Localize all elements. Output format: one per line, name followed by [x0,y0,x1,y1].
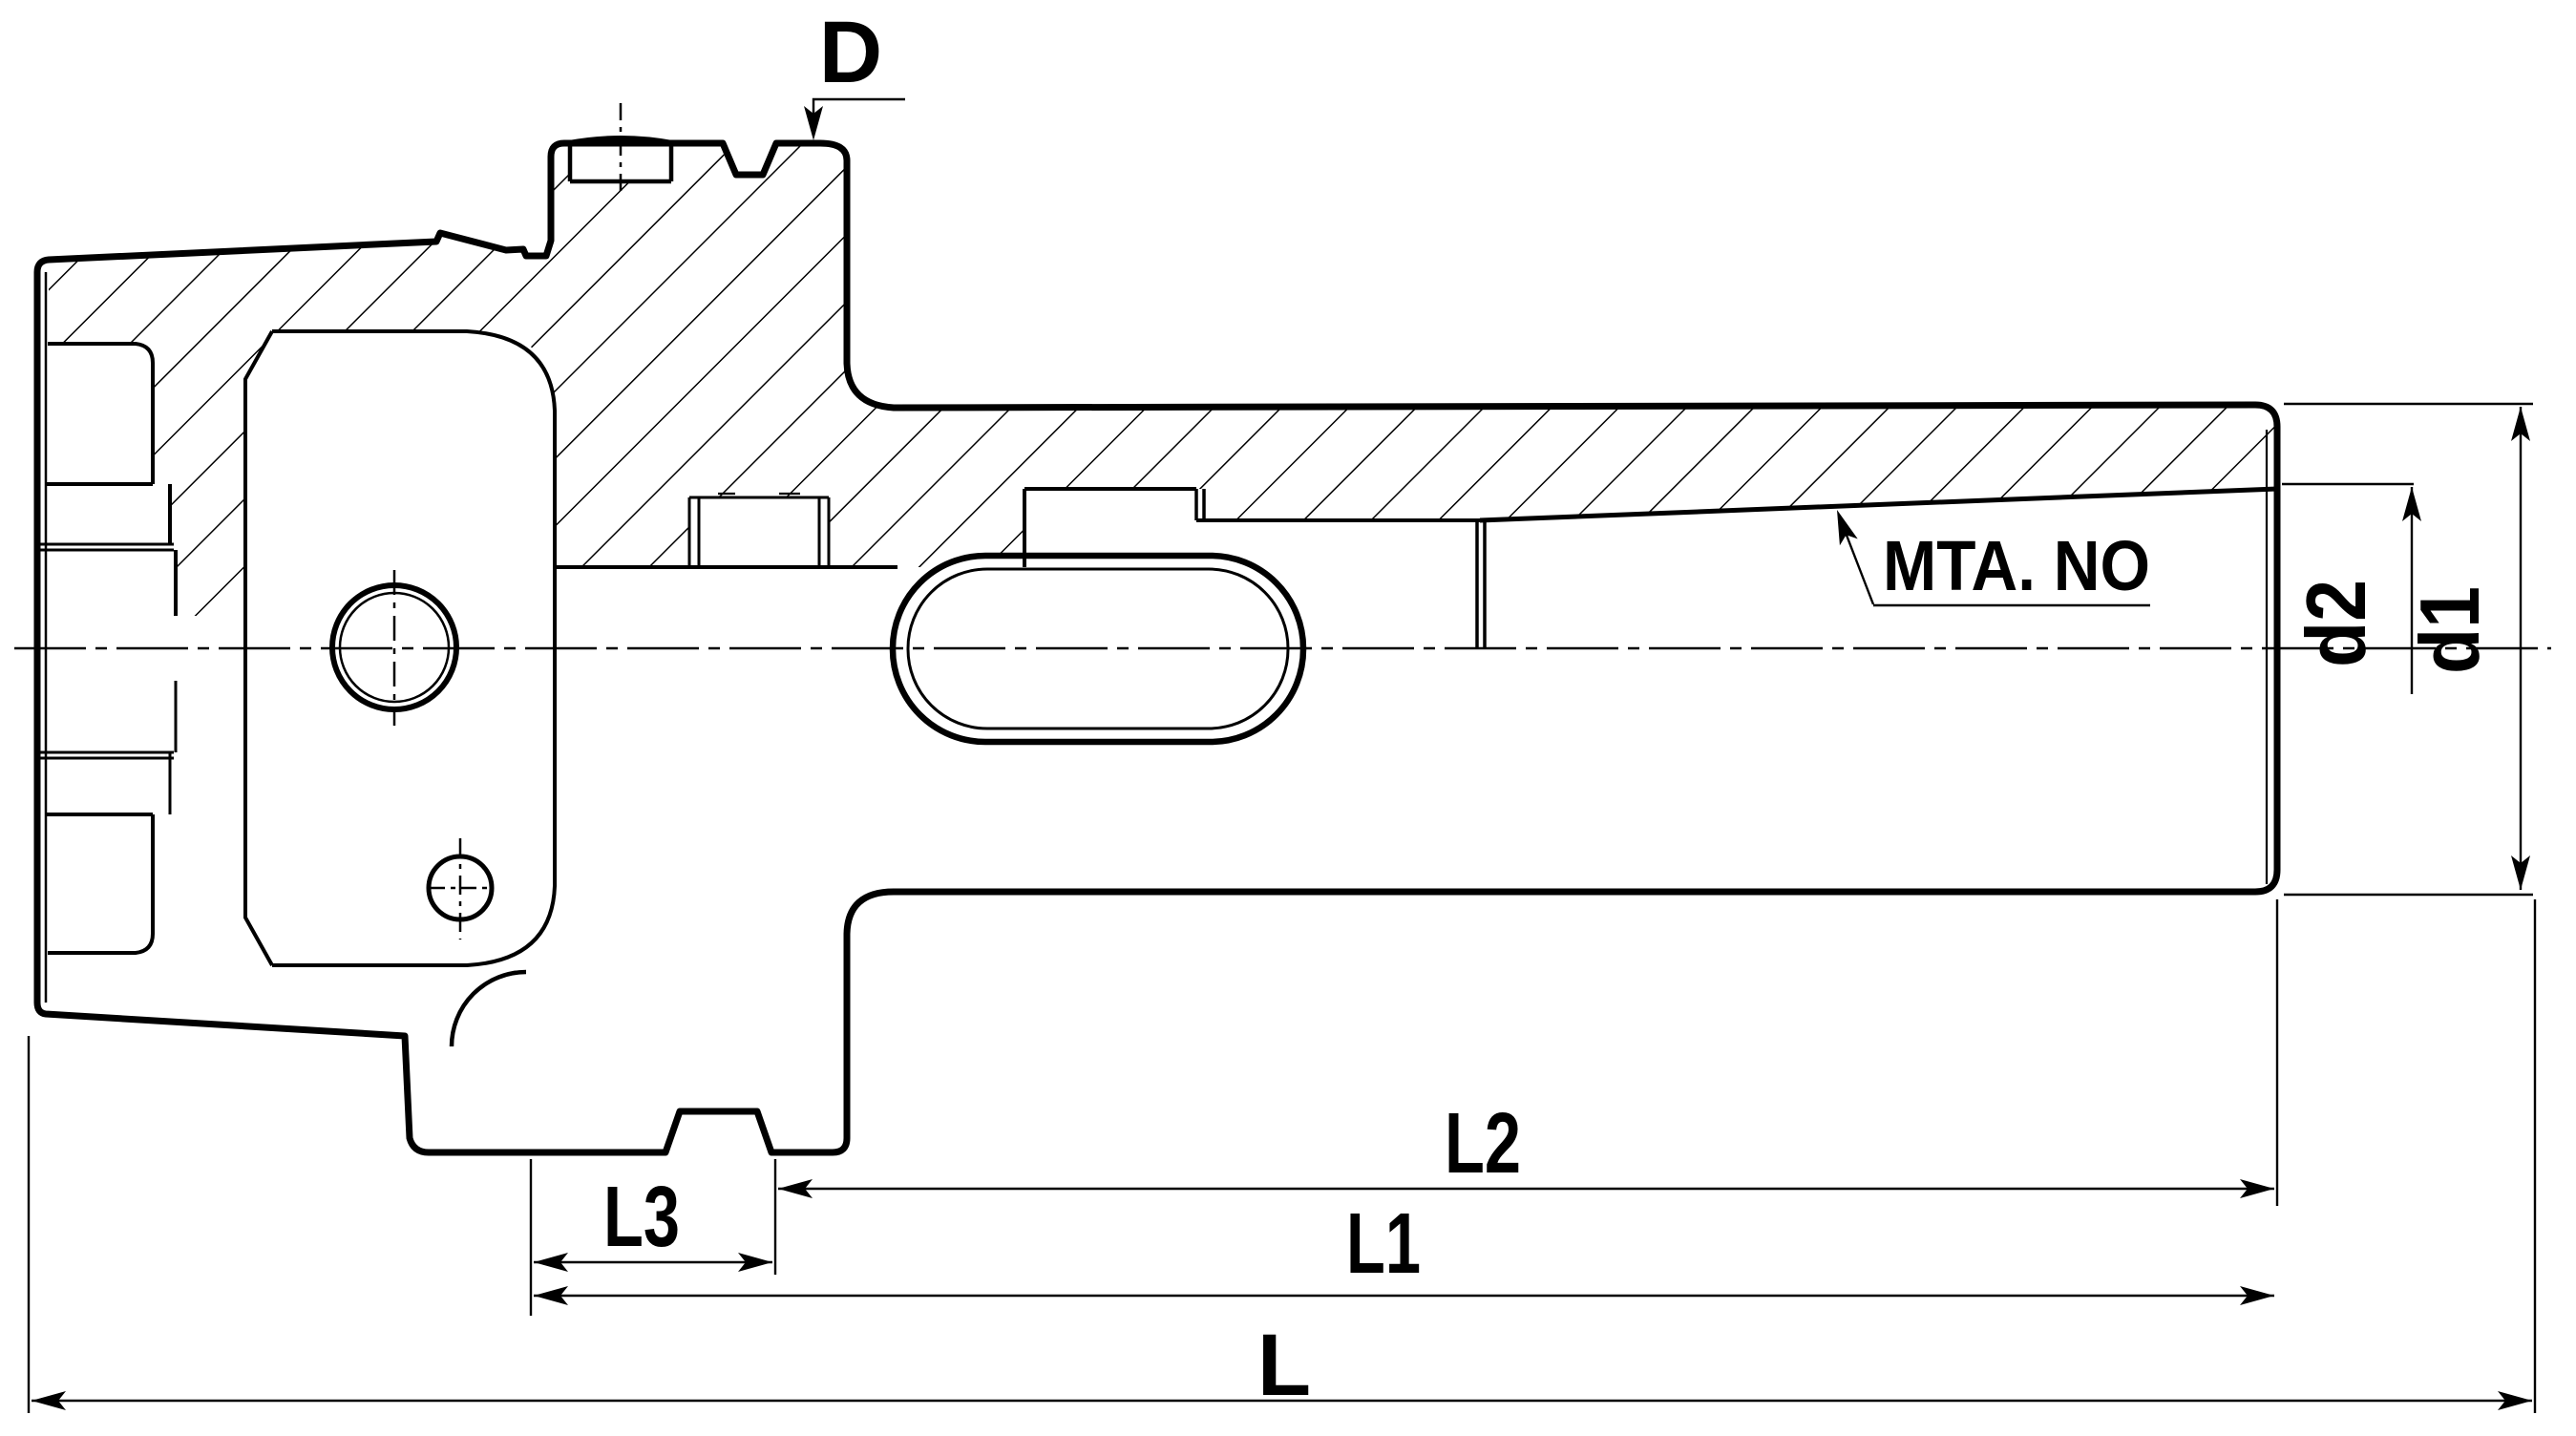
dimension-labels: D MTA. NO d2 d1 L2 L1 L3 L [603,4,2497,1414]
dimensions [27,97,2537,1413]
lower-groove-arc [449,969,527,1047]
hatch-shank [49,233,506,616]
morse-taper-bore-line [1479,486,2278,523]
hatch-flange [496,143,894,567]
hatch-body [894,405,2277,567]
label-d2: d2 [2289,580,2383,667]
label-L2: L2 [1445,1096,1521,1192]
main-outline [33,139,2281,1156]
label-L: L [1257,1317,1311,1414]
label-d1: d1 [2402,586,2497,674]
label-flange-diameter: D [819,4,882,101]
internal-bore-lines [37,272,2278,1047]
label-L1: L1 [1346,1196,1421,1292]
label-taper-designation: MTA. NO [1883,526,2150,605]
center-lines [14,103,2551,940]
label-L3: L3 [603,1170,680,1265]
section-hatching [49,143,2277,616]
